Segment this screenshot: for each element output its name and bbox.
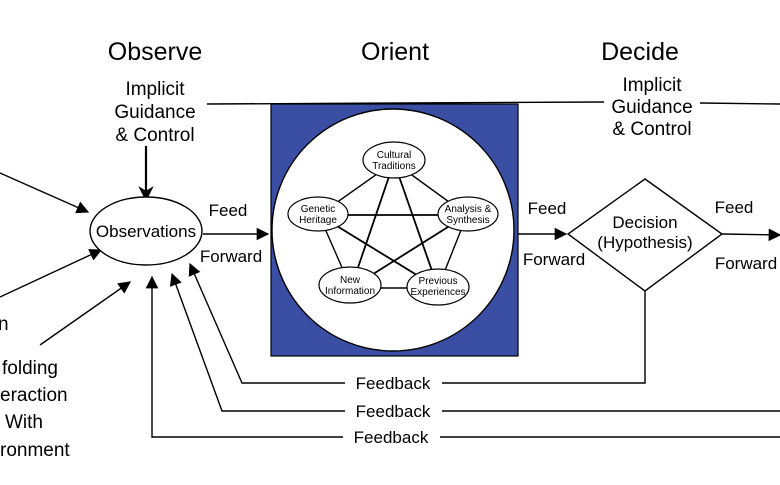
forward-label-2: Forward xyxy=(523,250,585,269)
node-genetic-heritage: Genetic Heritage xyxy=(287,196,349,232)
node-analysis-synthesis: Analysis & Synthesis xyxy=(437,196,499,232)
feedback-line-2-left xyxy=(169,272,345,412)
svg-text:Implicit: Implicit xyxy=(125,79,185,100)
left-partial-label: n folding eraction With ronment xyxy=(0,314,70,461)
implicit-guidance-line-right xyxy=(699,102,780,105)
incoming-arrow-2 xyxy=(0,249,103,298)
svg-text:& Control: & Control xyxy=(115,125,194,146)
heading-observe: Observe xyxy=(108,38,202,66)
svg-text:New: New xyxy=(340,275,361,286)
svg-text:With: With xyxy=(5,412,43,433)
feed-label-3: Feed xyxy=(715,198,754,217)
feed-label-2: Feed xyxy=(528,199,567,218)
decision-label: Decision xyxy=(612,213,677,232)
incoming-arrow-3 xyxy=(39,281,132,346)
heading-orient: Orient xyxy=(361,38,429,66)
svg-text:Guidance: Guidance xyxy=(114,102,195,123)
svg-text:n: n xyxy=(0,314,9,335)
implicit-guidance-right: Implicit Guidance & Control xyxy=(611,75,692,140)
observations-node xyxy=(89,196,203,266)
feedback-line-3-left xyxy=(145,275,343,438)
node-new-information: New Information xyxy=(318,266,382,304)
forward-label-1: Forward xyxy=(200,247,262,266)
feedback-line-1-left xyxy=(188,262,345,384)
svg-text:folding: folding xyxy=(2,358,58,379)
svg-text:eraction: eraction xyxy=(0,385,68,406)
forward-label-3: Forward xyxy=(715,254,777,273)
svg-text:Traditions: Traditions xyxy=(372,161,416,172)
implicit-guidance-left: Implicit Guidance & Control xyxy=(114,79,195,146)
svg-text:Analysis &: Analysis & xyxy=(445,204,492,215)
heading-decide: Decide xyxy=(601,38,679,66)
hypothesis-label: (Hypothesis) xyxy=(597,233,692,252)
svg-text:Guidance: Guidance xyxy=(611,97,692,118)
feedback-line-1-right xyxy=(442,291,646,384)
feed-label-1: Feed xyxy=(209,201,248,220)
svg-text:Heritage: Heritage xyxy=(299,215,337,226)
svg-text:Genetic: Genetic xyxy=(301,204,335,215)
svg-text:Cultural: Cultural xyxy=(377,150,411,161)
svg-text:Information: Information xyxy=(325,286,375,297)
observations-label: Observations xyxy=(96,222,196,241)
svg-text:& Control: & Control xyxy=(612,119,691,140)
node-previous-experiences: Previous Experiences xyxy=(406,268,470,306)
feedback-label-2: Feedback xyxy=(356,402,431,421)
svg-text:ronment: ronment xyxy=(0,440,70,461)
feedback-label-3: Feedback xyxy=(354,428,429,447)
node-cultural-traditions: Cultural Traditions xyxy=(362,141,426,179)
svg-text:Synthesis: Synthesis xyxy=(446,215,489,226)
feed-forward-arrow-3 xyxy=(721,228,780,242)
feedback-label-1: Feedback xyxy=(356,374,431,393)
svg-text:Previous: Previous xyxy=(419,276,458,287)
svg-text:Experiences: Experiences xyxy=(410,287,465,298)
svg-text:Implicit: Implicit xyxy=(622,75,682,96)
incoming-arrow-1 xyxy=(0,172,90,214)
